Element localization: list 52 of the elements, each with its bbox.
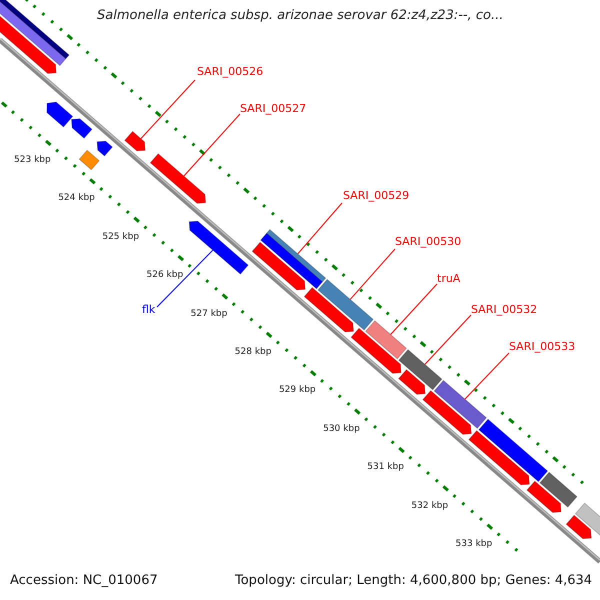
leader-line — [156, 250, 214, 308]
scale-label: 526 kbp — [146, 271, 184, 282]
gene-feature — [422, 390, 472, 435]
gene-feature — [350, 328, 402, 374]
gene-label: SARI_00532 — [471, 304, 538, 316]
leader-line — [464, 352, 510, 400]
leader-line — [424, 314, 472, 365]
gene-label: SARI_00533 — [509, 341, 576, 354]
scale-label: 532 kbp — [411, 502, 448, 512]
gene-label: SARI_00530 — [395, 236, 462, 248]
gene-feature — [566, 514, 592, 540]
gene-feature — [150, 153, 206, 204]
gene-feature — [468, 430, 530, 486]
gene-feature — [71, 118, 92, 139]
gene-feature — [526, 480, 562, 513]
gene-feature — [434, 380, 487, 429]
leader-line — [350, 248, 396, 300]
leader-line — [297, 202, 342, 254]
gene-feature — [46, 102, 74, 128]
gene-feature — [124, 130, 146, 152]
gene-feature — [188, 220, 249, 275]
scale-label: 527 kbp — [190, 310, 228, 320]
gene-feature — [96, 140, 113, 156]
leader-line — [390, 284, 438, 335]
accession-text: Accession: NC_010067 — [10, 574, 158, 588]
scale-label: 530 kbp — [323, 424, 360, 435]
gene-feature — [252, 242, 306, 290]
gene-feature — [398, 369, 426, 395]
gene-feature — [78, 150, 100, 170]
gene-feature — [260, 232, 323, 290]
leader-line — [183, 114, 240, 176]
scale-label: 531 kbp — [367, 463, 404, 473]
genome-summary-text: Topology: circular; Length: 4,600,800 bp; Genes: 4,634 — [235, 574, 592, 588]
scale-label: 525 kbp — [102, 232, 140, 243]
scale-label: 528 kbp — [234, 348, 272, 358]
gene-label: SARI_00527 — [240, 103, 306, 116]
gene-label: flk — [142, 304, 156, 316]
scale-label: 524 kbp — [58, 194, 95, 204]
gene-label: SARI_00526 — [197, 66, 264, 78]
gene-feature — [398, 349, 442, 390]
scale-label: 533 kbp — [456, 540, 492, 550]
gene-feature — [365, 320, 407, 360]
scale-label: 523 kbp — [14, 156, 51, 166]
map-title: Salmonella enterica subsp. arizonae serovar 62:z4,z23:--, co... — [97, 9, 504, 24]
gene-feature — [304, 287, 354, 332]
gene-feature — [478, 418, 548, 482]
gene-feature — [539, 472, 578, 508]
scale-label: 529 kbp — [278, 386, 316, 396]
gene-label: truA — [437, 273, 460, 286]
gene-label: SARI_00529 — [343, 190, 410, 202]
leader-line — [140, 80, 196, 140]
gene-feature — [318, 278, 374, 330]
